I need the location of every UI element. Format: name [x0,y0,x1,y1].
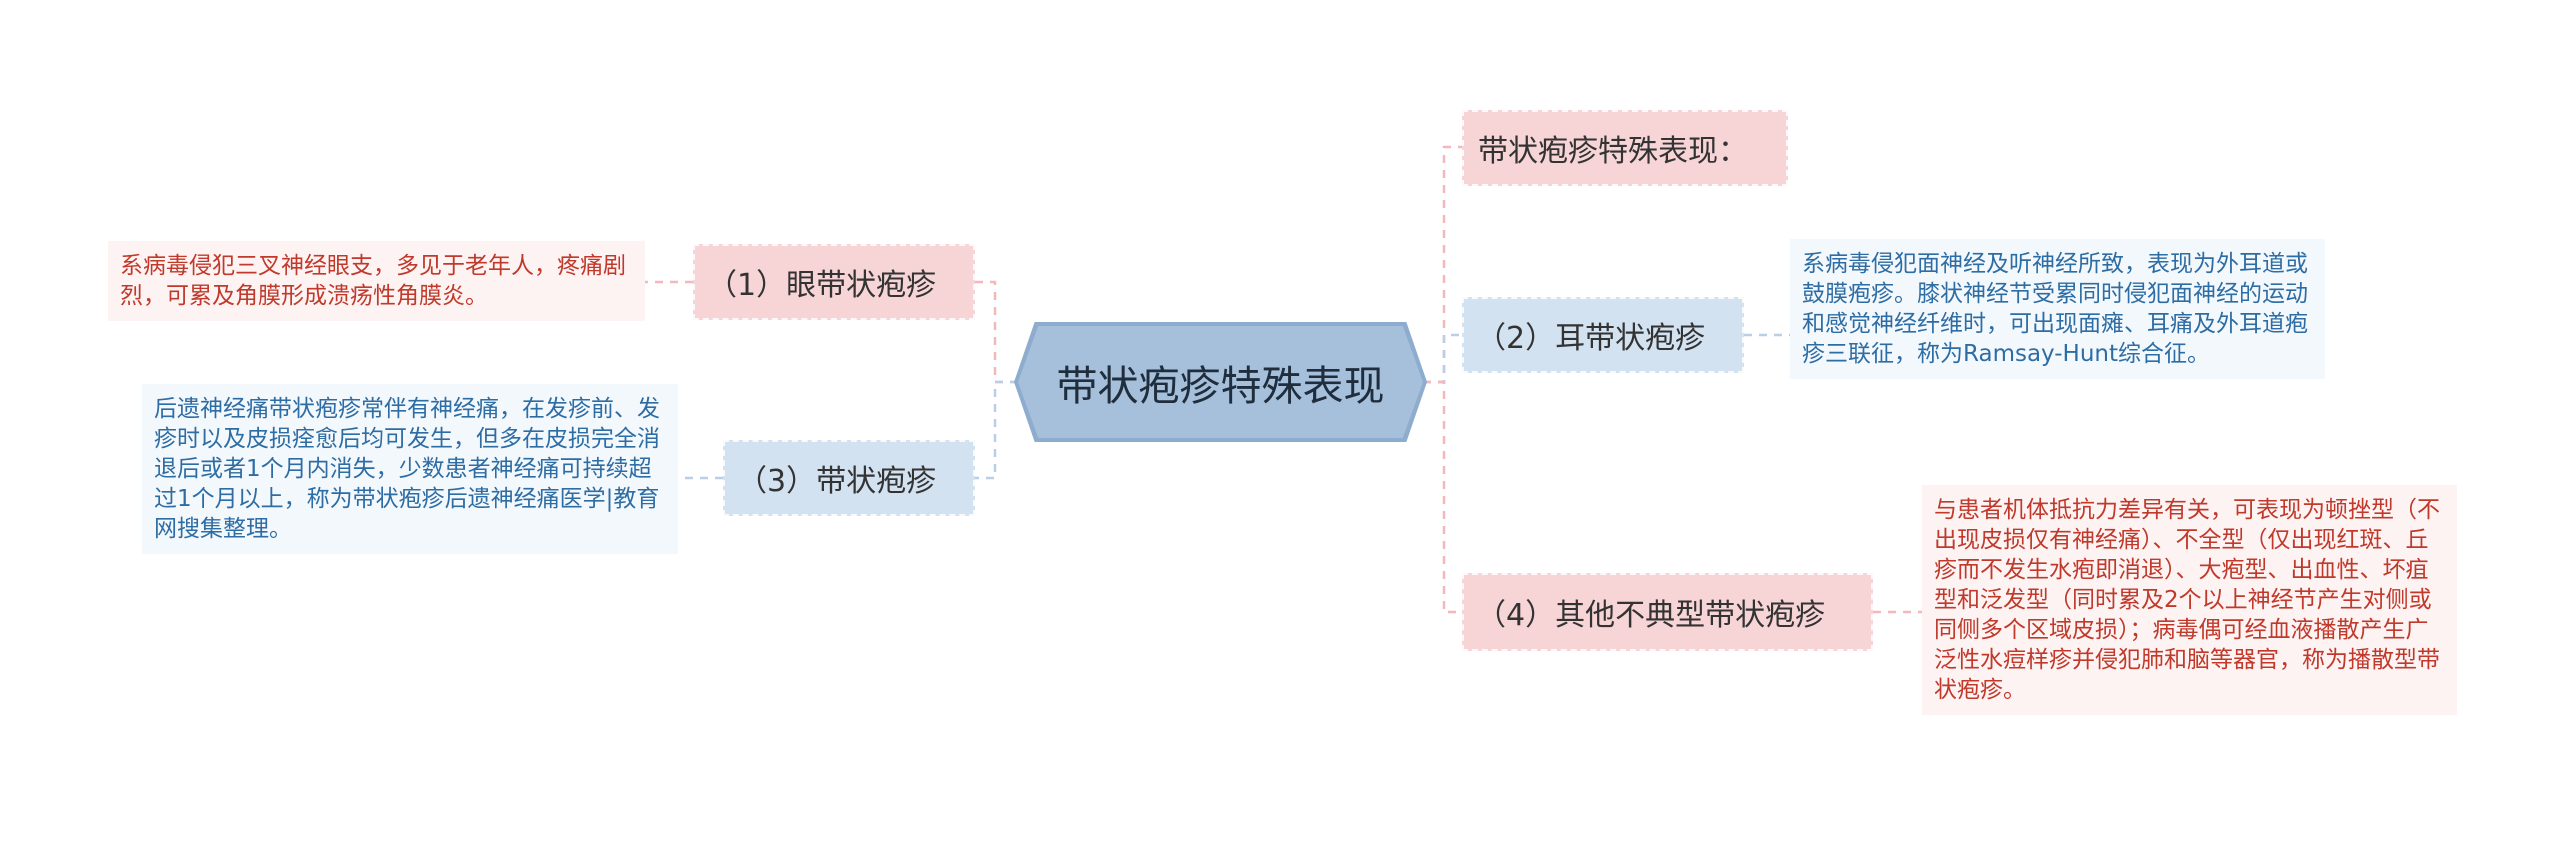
connector-title [1423,145,1462,384]
leaf-ear-text: 系病毒侵犯面神经及听神经所致，表现为外耳道或鼓膜疱疹。膝状神经节受累同时侵犯面神… [1802,251,2308,367]
leaf-zoster[interactable]: 后遗神经痛带状疱疹常伴有神经痛，在发疹前、发疹时以及皮损痊愈后均可发生，但多在皮… [142,384,678,554]
branch-zoster[interactable]: （3）带状疱疹 [723,440,975,516]
branch-ear-label: （2）耳带状疱疹 [1476,321,1706,356]
leaf-eye[interactable]: 系病毒侵犯三叉神经眼支，多见于老年人，疼痛剧烈，可累及角膜形成溃疡性角膜炎。 [108,241,645,321]
leaf-zoster-text: 后遗神经痛带状疱疹常伴有神经痛，在发疹前、发疹时以及皮损痊愈后均可发生，但多在皮… [154,396,660,542]
branch-other-label: （4）其他不典型带状疱疹 [1476,598,1826,633]
branch-title[interactable]: 带状疱疹特殊表现： [1462,110,1788,186]
branch-title-label: 带状疱疹特殊表现： [1478,134,1748,169]
connector-other [1423,380,1462,614]
branch-eye-label: （1）眼带状疱疹 [707,268,937,303]
leaf-ear[interactable]: 系病毒侵犯面神经及听神经所致，表现为外耳道或鼓膜疱疹。膝状神经节受累同时侵犯面神… [1790,239,2325,379]
leaf-other[interactable]: 与患者机体抵抗力差异有关，可表现为顿挫型（不出现皮损仅有神经痛）、不全型（仅出现… [1922,485,2457,715]
branch-other[interactable]: （4）其他不典型带状疱疹 [1462,573,1873,651]
branch-eye[interactable]: （1）眼带状疱疹 [693,244,975,320]
branch-ear[interactable]: （2）耳带状疱疹 [1462,297,1744,373]
connector-zoster [975,380,1018,480]
leaf-eye-text: 系病毒侵犯三叉神经眼支，多见于老年人，疼痛剧烈，可累及角膜形成溃疡性角膜炎。 [120,253,626,309]
connector-ear [1423,333,1462,384]
branch-zoster-label: （3）带状疱疹 [737,464,937,499]
connector-eye [975,280,1018,384]
root-node[interactable]: 带状疱疹特殊表现 [1018,326,1423,438]
root-label: 带状疱疹特殊表现 [1056,362,1385,410]
leaf-other-text: 与患者机体抵抗力差异有关，可表现为顿挫型（不出现皮损仅有神经痛）、不全型（仅出现… [1934,497,2440,703]
